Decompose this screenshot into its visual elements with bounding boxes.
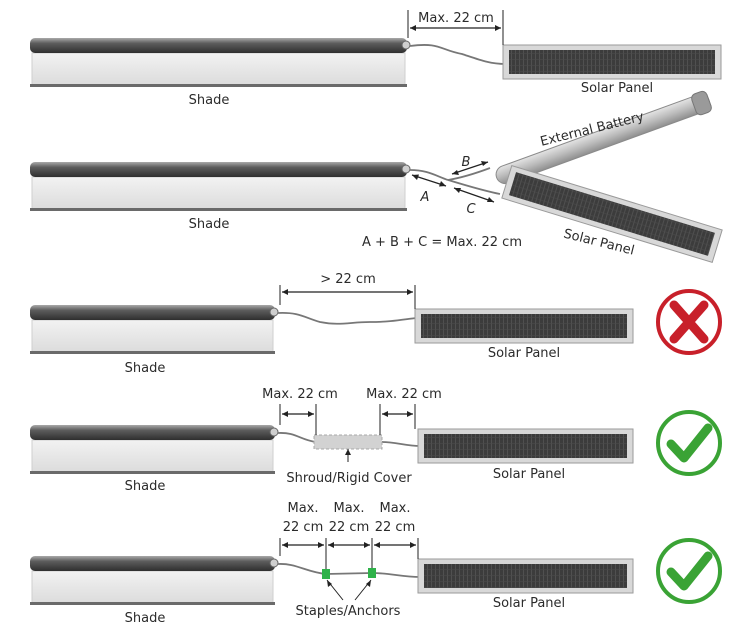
- dimension-segment-2: Max. 22 cm: [328, 501, 370, 548]
- row-4: Shade Solar Panel Max. 22 cm Max. 22 cm: [30, 387, 722, 494]
- shade-label: Shade: [125, 361, 166, 376]
- dimension-segment-1: Max. 22 cm: [282, 501, 324, 548]
- shade-label: Shade: [189, 217, 230, 232]
- solar-panel-label: Solar Panel: [488, 346, 560, 361]
- cable: [447, 179, 501, 195]
- solar-panel: [501, 164, 723, 264]
- shade-unit: [30, 425, 279, 474]
- dimension-label: Max. 22 cm: [262, 387, 338, 402]
- shroud-pointer: [345, 449, 351, 462]
- dimension-label: Max. 22 cm: [366, 387, 442, 402]
- solar-panel-label: Solar Panel: [493, 596, 565, 611]
- dimension-max-22cm-right: Max. 22 cm: [366, 387, 442, 435]
- solar-panel-label: Solar Panel: [581, 81, 653, 96]
- shade-label: Shade: [125, 611, 166, 626]
- invalid-x-icon: [656, 289, 722, 355]
- solar-panel-label: Solar Panel: [493, 467, 565, 482]
- cm-value: 22 cm: [375, 520, 416, 535]
- shade-unit: [30, 556, 279, 605]
- a-label: A: [420, 190, 430, 205]
- row-1: Shade Solar Panel Max. 22 cm: [30, 10, 722, 108]
- cable: [409, 169, 449, 181]
- shade-label: Shade: [189, 93, 230, 108]
- shade-label: Shade: [125, 479, 166, 494]
- solar-panel: [414, 308, 634, 344]
- dimension-b: B: [451, 155, 489, 175]
- c-label: C: [466, 202, 476, 217]
- dimension-a: A: [411, 174, 447, 205]
- dimension-label: > 22 cm: [320, 272, 376, 287]
- row-5: Shade Solar Panel Max. 22 cm Max. 22 cm: [30, 501, 722, 626]
- row-2: Shade External Battery Solar Panel A B: [30, 90, 723, 264]
- formula-label: A + B + C = Max. 22 cm: [362, 235, 522, 250]
- staple-anchor: [368, 568, 376, 578]
- cable: [277, 563, 421, 578]
- solar-panel: [502, 44, 722, 80]
- shroud-label: Shroud/Rigid Cover: [286, 471, 412, 486]
- cable: [409, 44, 506, 65]
- dimension-c: C: [453, 187, 495, 217]
- dimension-segment-3: Max. 22 cm: [374, 501, 416, 548]
- shade-unit: [30, 305, 279, 354]
- max-word: Max.: [333, 501, 364, 516]
- solar-panel: [417, 558, 634, 594]
- solar-panel: [417, 428, 634, 464]
- dimension-over-22cm: > 22 cm: [279, 272, 416, 309]
- valid-check-icon: [656, 410, 722, 476]
- max-word: Max.: [379, 501, 410, 516]
- staple-anchor: [322, 569, 330, 579]
- cm-value: 22 cm: [329, 520, 370, 535]
- anchor-pointers: [326, 579, 372, 601]
- cable: [447, 167, 491, 181]
- staples-label: Staples/Anchors: [296, 604, 401, 619]
- shade-unit: [30, 162, 411, 211]
- shroud-rigid-cover: [313, 434, 383, 450]
- dimension-max-22cm: Max. 22 cm: [407, 10, 504, 45]
- cm-value: 22 cm: [283, 520, 324, 535]
- max-word: Max.: [287, 501, 318, 516]
- dimension-max-22cm-left: Max. 22 cm: [262, 387, 338, 435]
- valid-check-icon: [656, 538, 722, 604]
- cable: [277, 312, 417, 325]
- shade-unit: [30, 38, 411, 87]
- external-battery: [495, 90, 712, 185]
- row-3: Shade Solar Panel > 22 cm: [30, 272, 722, 376]
- b-label: B: [462, 155, 471, 170]
- dimension-label: Max. 22 cm: [418, 11, 494, 26]
